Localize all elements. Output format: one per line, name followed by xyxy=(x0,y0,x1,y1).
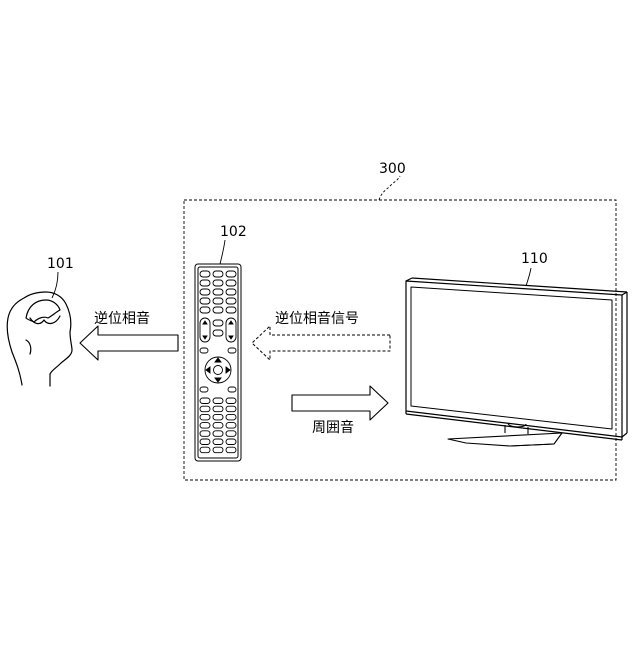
tv-stand xyxy=(448,423,562,446)
arrow-to-tv-label: 周囲音 xyxy=(312,419,354,436)
remote-button xyxy=(228,348,236,353)
remote-button xyxy=(200,280,210,286)
television xyxy=(406,278,627,440)
remote-button xyxy=(203,336,207,339)
system-boundary xyxy=(184,200,616,480)
arrow-signal xyxy=(252,326,390,360)
remote-button xyxy=(200,398,210,404)
remote-button xyxy=(226,431,236,437)
remote-button xyxy=(200,307,210,313)
remote-button xyxy=(213,398,223,404)
remote-button xyxy=(200,423,210,429)
remote-dpad-center xyxy=(214,366,223,375)
remote-button xyxy=(226,307,236,313)
remote-button xyxy=(200,271,210,277)
remote-button xyxy=(213,280,223,286)
remote-button xyxy=(200,289,210,295)
remote-button xyxy=(200,447,210,453)
remote-button xyxy=(229,321,233,324)
remote-button xyxy=(215,358,221,362)
remote-button xyxy=(213,406,223,412)
remote-button xyxy=(213,307,223,313)
remote-button xyxy=(226,298,236,304)
tv-leader-line xyxy=(526,268,531,286)
remote-button xyxy=(226,414,236,420)
remote-button xyxy=(203,321,207,324)
remote-button xyxy=(200,298,210,304)
remote-button xyxy=(200,414,210,420)
arrow-to-listener xyxy=(80,326,178,360)
remote-button xyxy=(215,378,221,382)
remote-button xyxy=(226,280,236,286)
listener-number: 101 xyxy=(47,256,74,272)
arrow-to-tv xyxy=(292,386,388,420)
system-number: 300 xyxy=(379,161,406,177)
remote-button xyxy=(226,423,236,429)
remote-buttons xyxy=(200,271,236,453)
remote-button xyxy=(226,289,236,295)
remote-button xyxy=(213,320,223,326)
remote-button xyxy=(226,439,236,445)
remote-button xyxy=(226,406,236,412)
system-leader-line xyxy=(379,176,400,200)
remote-button xyxy=(213,431,223,437)
remote-button xyxy=(213,423,223,429)
remote-button xyxy=(213,414,223,420)
arrow-to-listener-label: 逆位相音 xyxy=(94,310,150,327)
arrow-signal-label: 逆位相音信号 xyxy=(275,310,359,327)
remote-number: 102 xyxy=(220,224,247,240)
remote-button xyxy=(200,406,210,412)
listener-head xyxy=(7,292,72,386)
remote-button xyxy=(200,439,210,445)
remote-button xyxy=(213,271,223,277)
remote-button xyxy=(200,387,208,392)
remote-control xyxy=(195,264,241,461)
remote-button xyxy=(229,336,233,339)
remote-button xyxy=(213,447,223,453)
remote-button xyxy=(213,439,223,445)
remote-button xyxy=(226,398,236,404)
remote-button xyxy=(213,330,223,336)
remote-button xyxy=(226,271,236,277)
remote-button xyxy=(200,348,208,353)
remote-button xyxy=(213,289,223,295)
remote-button xyxy=(200,431,210,437)
remote-button xyxy=(213,298,223,304)
remote-button xyxy=(226,447,236,453)
remote-leader-line xyxy=(220,240,225,264)
remote-button xyxy=(228,387,236,392)
tv-number: 110 xyxy=(521,251,548,267)
remote-button xyxy=(226,367,230,373)
remote-button xyxy=(206,367,210,373)
